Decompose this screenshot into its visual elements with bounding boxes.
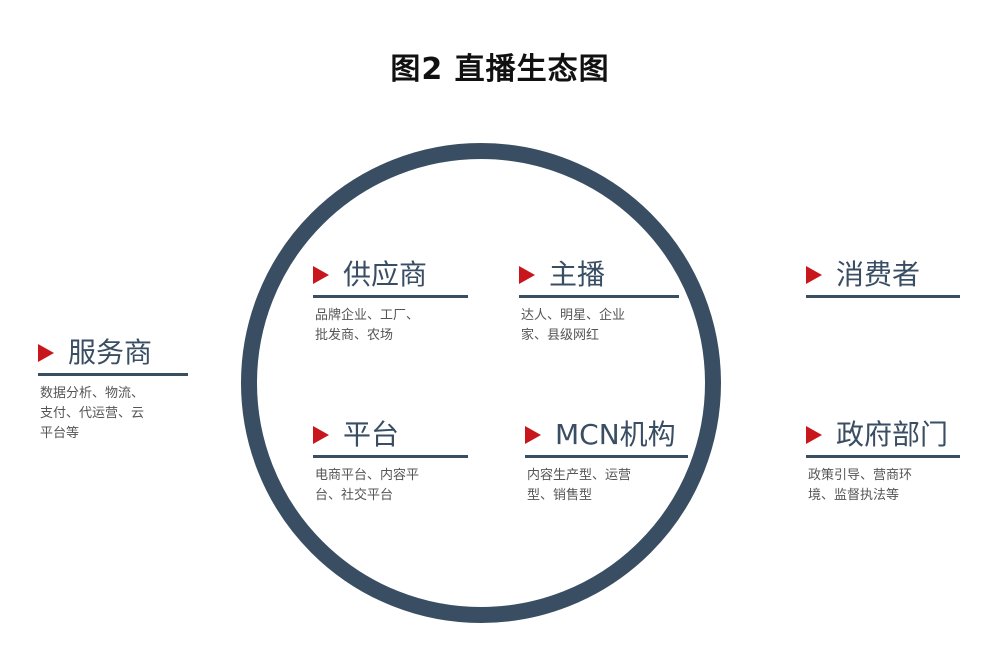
triangle-marker-icon <box>38 344 54 362</box>
node-platform-label: 平台 <box>343 418 400 451</box>
node-service-desc-line: 支付、代运营、云 <box>40 406 145 421</box>
node-gov-desc: 政策引导、营商环 境、监督执法等 <box>806 466 960 506</box>
node-mcn: MCN机构 内容生产型、运营 型、销售型 <box>525 415 688 506</box>
node-service-desc-line: 数据分析、物流、 <box>40 386 145 401</box>
node-anchor-desc-line: 家、县级网红 <box>521 328 600 343</box>
node-gov-header: 政府部门 <box>806 415 960 458</box>
node-supplier-label: 供应商 <box>343 258 428 291</box>
triangle-marker-icon <box>313 266 329 284</box>
node-mcn-label: MCN机构 <box>555 418 676 451</box>
node-supplier-desc-line: 品牌企业、工厂、 <box>315 308 420 323</box>
node-mcn-header: MCN机构 <box>525 415 688 458</box>
node-service-header: 服务商 <box>38 333 188 376</box>
node-consumer-header: 消费者 <box>806 255 960 298</box>
node-service-label: 服务商 <box>68 336 153 369</box>
ecosystem-ring <box>241 143 721 623</box>
node-supplier: 供应商 品牌企业、工厂、 批发商、农场 <box>313 255 468 346</box>
node-anchor-desc: 达人、明星、企业 家、县级网红 <box>519 306 679 346</box>
triangle-marker-icon <box>313 426 329 444</box>
node-gov-desc-line: 政策引导、营商环 <box>808 468 913 483</box>
node-supplier-header: 供应商 <box>313 255 468 298</box>
node-mcn-desc-line: 内容生产型、运营 <box>527 468 632 483</box>
triangle-marker-icon <box>519 266 535 284</box>
node-mcn-desc-line: 型、销售型 <box>527 488 593 503</box>
node-anchor: 主播 达人、明星、企业 家、县级网红 <box>519 255 679 346</box>
node-anchor-label: 主播 <box>549 258 606 291</box>
node-platform: 平台 电商平台、内容平 台、社交平台 <box>313 415 468 506</box>
node-platform-desc-line: 台、社交平台 <box>315 488 394 503</box>
node-anchor-desc-line: 达人、明星、企业 <box>521 308 626 323</box>
node-anchor-header: 主播 <box>519 255 679 298</box>
node-consumer-label: 消费者 <box>836 258 921 291</box>
node-gov-label: 政府部门 <box>836 418 949 451</box>
node-platform-desc: 电商平台、内容平 台、社交平台 <box>313 466 468 506</box>
node-platform-desc-line: 电商平台、内容平 <box>315 468 420 483</box>
node-supplier-desc: 品牌企业、工厂、 批发商、农场 <box>313 306 468 346</box>
node-supplier-desc-line: 批发商、农场 <box>315 328 394 343</box>
node-service-desc-line: 平台等 <box>40 426 80 441</box>
node-service-desc: 数据分析、物流、 支付、代运营、云 平台等 <box>38 384 188 444</box>
node-consumer: 消费者 <box>806 255 960 298</box>
node-gov-desc-line: 境、监督执法等 <box>808 488 900 503</box>
node-platform-header: 平台 <box>313 415 468 458</box>
diagram-title: 图2 直播生态图 <box>390 52 610 87</box>
node-mcn-desc: 内容生产型、运营 型、销售型 <box>525 466 688 506</box>
triangle-marker-icon <box>806 426 822 444</box>
triangle-marker-icon <box>806 266 822 284</box>
triangle-marker-icon <box>525 426 541 444</box>
node-service: 服务商 数据分析、物流、 支付、代运营、云 平台等 <box>38 333 188 444</box>
node-gov: 政府部门 政策引导、营商环 境、监督执法等 <box>806 415 960 506</box>
